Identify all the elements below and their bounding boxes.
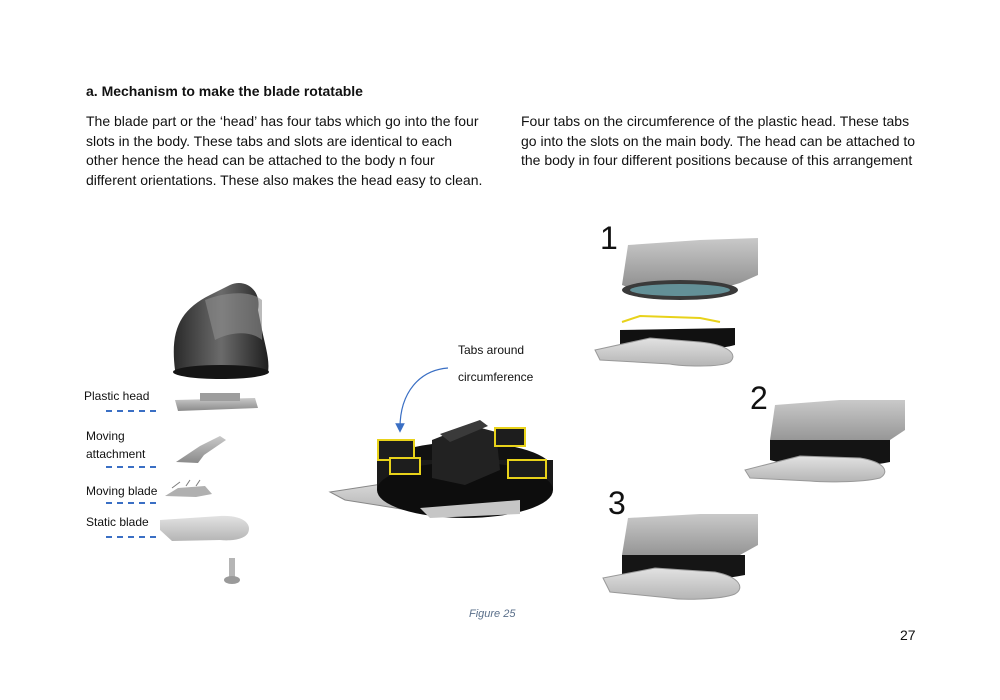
paragraph-right: Four tabs on the circumference of the pl… xyxy=(521,113,916,168)
plastic-head-part xyxy=(175,393,258,411)
elbow-head-illustration xyxy=(173,282,269,379)
head-with-tabs-illustration xyxy=(328,420,553,518)
step-2-illustration xyxy=(744,400,905,483)
static-blade-part xyxy=(160,515,250,541)
paragraph-left: The blade part or the ‘head’ has four ta… xyxy=(86,113,483,188)
callout-arrow xyxy=(395,367,449,433)
dash-line-static-blade xyxy=(106,536,156,538)
step-number-3: 3 xyxy=(608,485,626,521)
step-number-2: 2 xyxy=(750,380,768,416)
label-moving-attachment-1: Moving xyxy=(86,429,125,443)
moving-blade-part xyxy=(165,479,212,497)
moving-attachment-part xyxy=(176,436,226,463)
figure-caption: Figure 25 xyxy=(469,608,516,620)
label-moving-attachment-2: attachment xyxy=(86,447,146,461)
callout-line-2: circumference xyxy=(458,370,534,384)
step-3-illustration xyxy=(602,514,758,600)
label-plastic-head: Plastic head xyxy=(84,389,150,403)
page-number: 27 xyxy=(900,627,916,643)
step-number-1: 1 xyxy=(600,220,618,256)
dash-line-moving-blade xyxy=(106,502,156,504)
dash-line-plastic-head xyxy=(106,410,156,412)
step-1-illustration xyxy=(594,238,758,367)
label-static-blade: Static blade xyxy=(86,515,149,529)
section-heading: a. Mechanism to make the blade rotatable xyxy=(86,83,363,99)
screw-part xyxy=(224,558,240,584)
label-moving-blade: Moving blade xyxy=(86,484,158,498)
callout-line-1: Tabs around xyxy=(458,343,525,357)
dash-line-moving-attachment xyxy=(106,466,156,468)
